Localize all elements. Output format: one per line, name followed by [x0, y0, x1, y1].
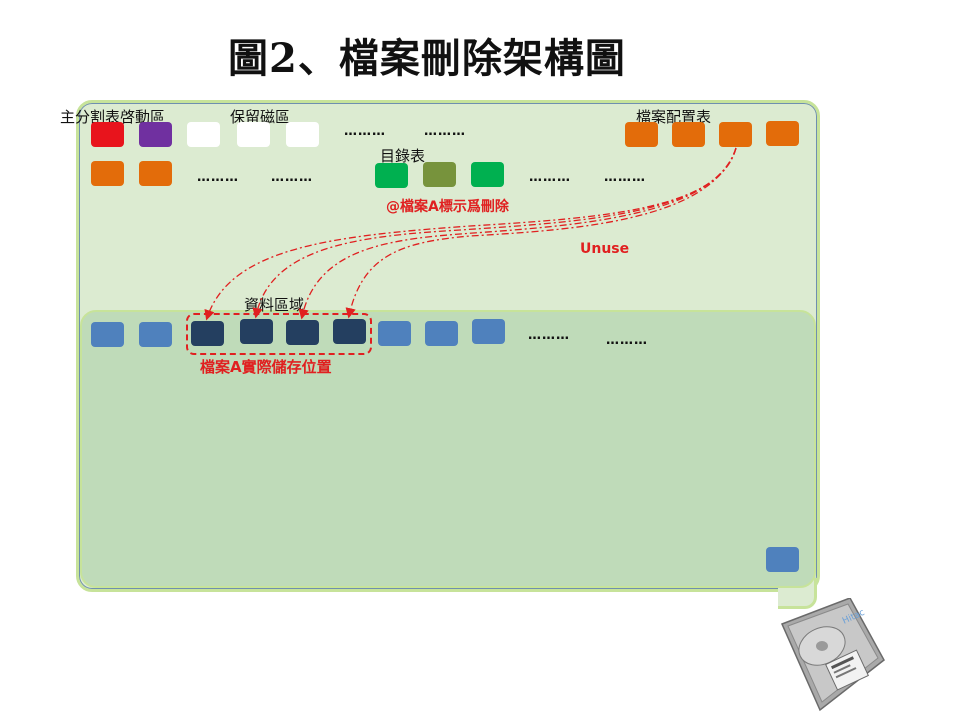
reserved-block: [286, 122, 319, 147]
directory-block-file-a: [423, 162, 456, 187]
ellipsis: ………: [528, 328, 570, 343]
chain-arrow: [298, 147, 737, 320]
ellipsis: ………: [271, 170, 313, 185]
chain-arrow: [252, 147, 737, 319]
chain-arrow: [345, 147, 737, 319]
fat-block: [91, 161, 124, 186]
boot-block: [139, 122, 172, 147]
ellipsis: ………: [606, 333, 648, 348]
data-block: [766, 547, 799, 572]
file-a-location-note: 檔案A實際儲存位置: [200, 358, 332, 376]
data-block-file-a: [191, 321, 224, 346]
hard-disk-icon: Hitac: [780, 598, 885, 712]
directory-block: [375, 163, 408, 188]
data-block: [91, 322, 124, 347]
fat-block: [766, 121, 799, 146]
reserved-block: [237, 122, 270, 147]
data-block-file-a: [333, 319, 366, 344]
ellipsis: ………: [344, 124, 386, 139]
ellipsis: ………: [604, 170, 646, 185]
data-block: [378, 321, 411, 346]
marked-deleted-note: @檔案A標示爲刪除: [386, 199, 509, 215]
reserved-sector-label: 保留磁區: [230, 108, 291, 126]
ellipsis: ………: [424, 124, 466, 139]
fat-block: [139, 161, 172, 186]
reserved-block: [187, 122, 220, 147]
data-block: [139, 322, 172, 347]
unuse-note: Unuse: [580, 241, 630, 257]
fat-block: [625, 122, 658, 147]
boot-block: [91, 122, 124, 147]
ellipsis: ………: [197, 170, 239, 185]
file-a-location-box: [186, 313, 372, 355]
directory-block: [471, 162, 504, 187]
data-block-file-a: [240, 319, 273, 344]
data-block: [425, 321, 458, 346]
data-block-file-a: [286, 320, 319, 345]
fat-label: 檔案配置表: [636, 108, 712, 126]
directory-label: 目錄表: [380, 147, 426, 165]
fat-block: [672, 122, 705, 147]
data-block: [472, 319, 505, 344]
diagram-title: 圖2、檔案刪除架構圖: [228, 35, 626, 82]
ellipsis: ………: [529, 170, 571, 185]
boot-sector-label: 主分割表啓動區: [60, 108, 166, 126]
fat-block: [719, 122, 752, 147]
data-area-panel: [80, 310, 816, 588]
